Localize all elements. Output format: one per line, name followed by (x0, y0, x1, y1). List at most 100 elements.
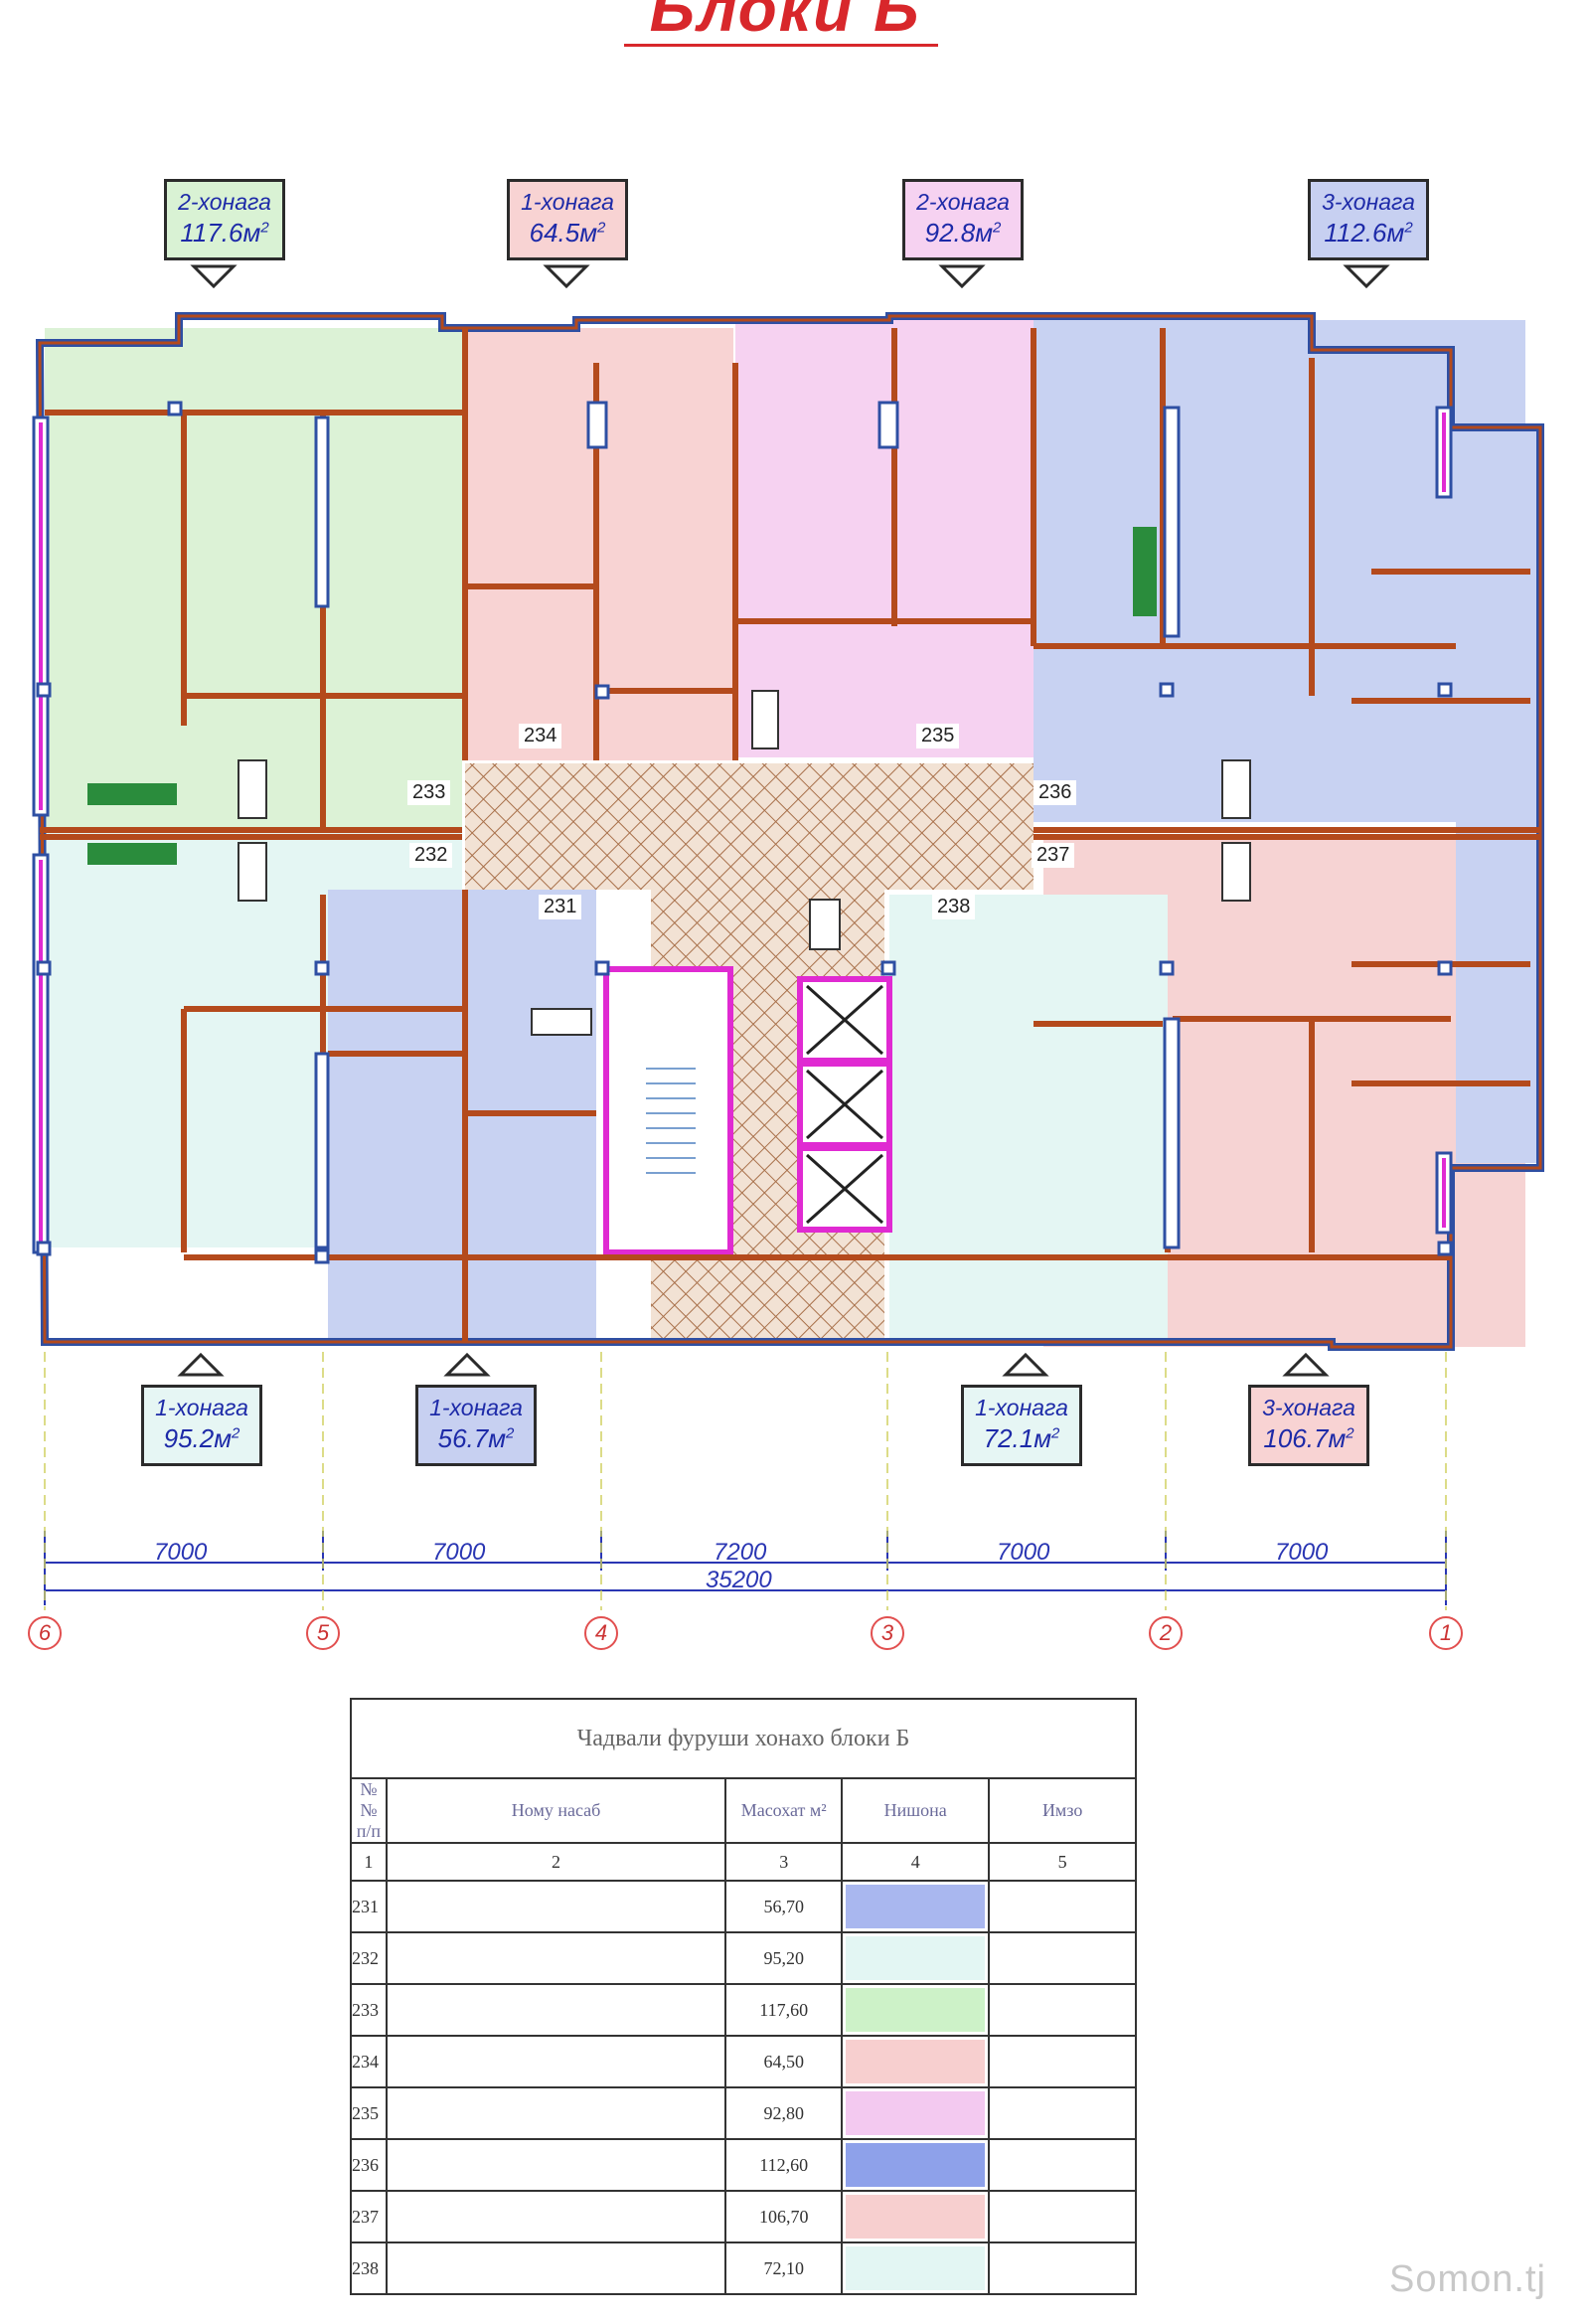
row-owner-name (385, 2035, 727, 2088)
row-signature (988, 2138, 1137, 2192)
bathroom-fixtures (238, 690, 1251, 1036)
row-signature (988, 2035, 1137, 2088)
table-row: 231 56,70 (350, 1880, 1137, 1933)
dimension-segment: 7000 (997, 1539, 1050, 1566)
tag-area: 64.5м2 (529, 218, 606, 249)
row-apartment-number: 235 (350, 2086, 388, 2140)
tag-room-count: 1-хонага (521, 189, 614, 215)
tag-room-count: 1-хонага (155, 1395, 248, 1420)
tag-room-count: 2-хонага (178, 189, 271, 215)
apartment-number: 237 (1032, 843, 1075, 868)
row-signature (988, 2086, 1137, 2140)
stair-treads (646, 1068, 696, 1174)
tag-area-unit-exponent: 2 (1051, 1424, 1060, 1442)
tag-bottom-4: 3-хонага 106.7м2 (1248, 1385, 1369, 1466)
apartment-number: 236 (1034, 780, 1077, 805)
row-owner-name (385, 2190, 727, 2243)
col-number: 1 (350, 1842, 388, 1882)
row-area: 72,10 (724, 2241, 844, 2295)
row-apartment-number: 232 (350, 1931, 388, 1985)
row-color-marker (841, 2086, 991, 2140)
row-area: 56,70 (724, 1880, 844, 1933)
row-signature (988, 1880, 1137, 1933)
tag-top-1: 2-хонага 117.6м2 (164, 179, 285, 260)
tag-top-2: 1-хонага 64.5м2 (507, 179, 628, 260)
row-owner-name (385, 2241, 727, 2295)
floor-plan (32, 264, 1544, 1610)
zone-236-balcony (1456, 427, 1540, 1163)
tag-room-count: 1-хонага (975, 1395, 1068, 1420)
page-title: Блоки Б (649, 0, 921, 45)
axis-label: 2 (1149, 1616, 1183, 1650)
tag-bottom-1: 1-хонага 95.2м2 (141, 1385, 262, 1466)
dimension-total: 35200 (706, 1567, 772, 1593)
tag-bottom-2: 1-хонага 56.7м2 (415, 1385, 537, 1466)
tag-area-unit-exponent: 2 (232, 1424, 240, 1442)
watermark-logo: Somon.tj (1389, 2258, 1546, 2300)
col-number: 4 (841, 1842, 991, 1882)
grid-axes (44, 1352, 1447, 1610)
tag-area: 92.8м2 (924, 218, 1002, 249)
tag-room-count: 1-хонага (429, 1395, 523, 1420)
zone-233-loggia (179, 328, 358, 408)
dimension-segment: 7000 (154, 1539, 208, 1566)
dimension-segment: 7000 (1275, 1539, 1329, 1566)
row-apartment-number: 231 (350, 1880, 388, 1933)
row-apartment-number: 236 (350, 2138, 388, 2192)
table-column-numbers: 1 2 3 4 5 (350, 1842, 1137, 1882)
row-owner-name (385, 1983, 727, 2037)
row-color-marker (841, 2138, 991, 2192)
dimension-segment: 7000 (432, 1539, 486, 1566)
axis-label: 4 (584, 1616, 618, 1650)
table-header-row: №№ п/п Ному насаб Масохат м² Нишона Имзо (350, 1777, 1137, 1844)
row-signature (988, 1931, 1137, 1985)
row-apartment-number: 237 (350, 2190, 388, 2243)
tag-area: 117.6м2 (180, 218, 269, 249)
apartment-number: 235 (916, 724, 960, 748)
color-swatch (846, 1885, 986, 1928)
col-number: 2 (385, 1842, 727, 1882)
tag-room-count: 3-хонага (1322, 189, 1415, 215)
row-apartment-number: 238 (350, 2241, 388, 2295)
interior-walls (40, 328, 1540, 1342)
apartment-number: 233 (407, 780, 451, 805)
row-area: 112,60 (724, 2138, 844, 2192)
window-sashes (39, 413, 1446, 1247)
apartment-number: 231 (539, 895, 582, 919)
row-apartment-number: 233 (350, 1983, 388, 2037)
table-row: 236 112,60 (350, 2138, 1137, 2192)
row-signature (988, 2190, 1137, 2243)
apartment-number: 238 (932, 895, 976, 919)
apartment-number: 232 (409, 843, 453, 868)
row-area: 64,50 (724, 2035, 844, 2088)
row-owner-name (385, 1880, 727, 1933)
tag-area: 95.2м2 (163, 1423, 240, 1454)
axis-label: 6 (28, 1616, 62, 1650)
title-underline (624, 44, 938, 47)
tag-area: 106.7м2 (1263, 1423, 1354, 1454)
row-area: 106,70 (724, 2190, 844, 2243)
row-owner-name (385, 1931, 727, 1985)
row-area: 117,60 (724, 1983, 844, 2037)
tag-room-count: 3-хонага (1262, 1395, 1355, 1420)
tag-top-4: 3-хонага 112.6м2 (1308, 179, 1429, 260)
tag-area: 56.7м2 (437, 1423, 515, 1454)
row-color-marker (841, 2190, 991, 2243)
table-row: 238 72,10 (350, 2241, 1137, 2295)
dimension-segment: 7200 (714, 1539, 767, 1566)
row-owner-name (385, 2138, 727, 2192)
color-swatch (846, 2040, 986, 2083)
row-signature (988, 2241, 1137, 2295)
header-area: Масохат м² (724, 1777, 844, 1844)
color-swatch (846, 1936, 986, 1980)
elevator-shafts (797, 976, 892, 1233)
table-row: 233 117,60 (350, 1983, 1137, 2037)
table-caption: Чадвали фуруши хонахо блоки Б (350, 1698, 1137, 1779)
axis-label: 3 (871, 1616, 904, 1650)
color-swatch (846, 1988, 986, 2032)
tag-area: 112.6м2 (1324, 218, 1413, 249)
